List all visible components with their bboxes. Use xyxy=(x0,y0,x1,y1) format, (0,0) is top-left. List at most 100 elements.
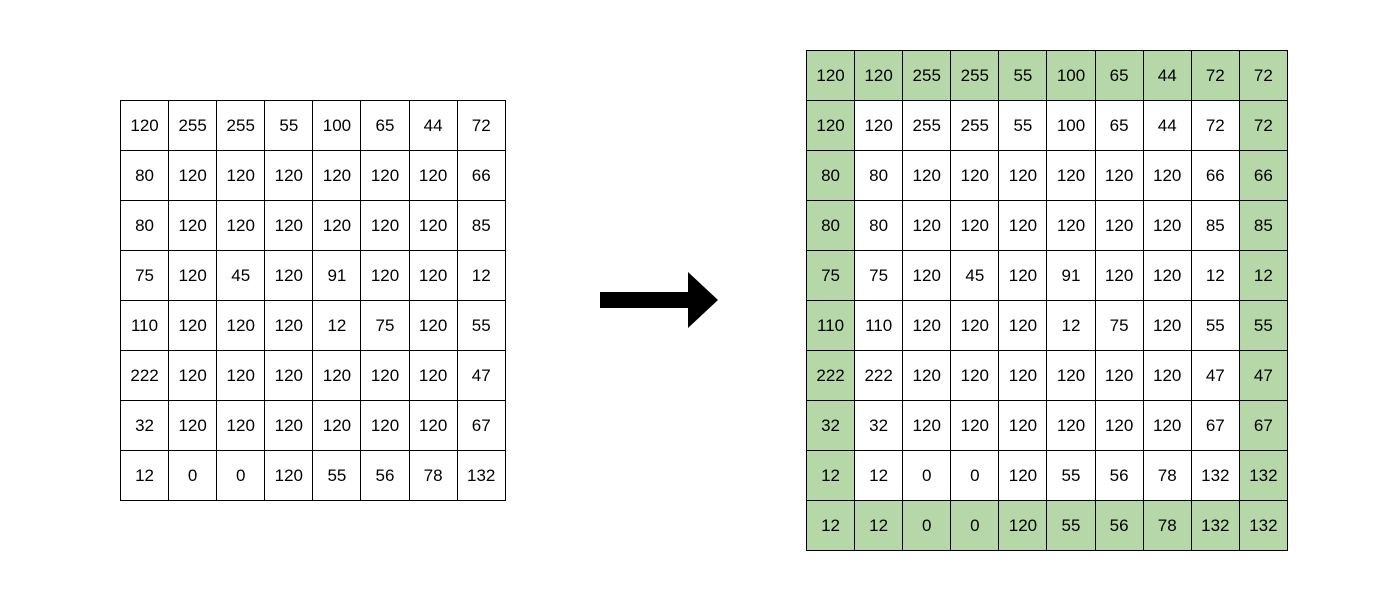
output-cell: 222 xyxy=(854,350,904,401)
output-cell: 85 xyxy=(1190,200,1240,251)
output-cell: 75 xyxy=(1094,300,1144,351)
input-cell: 67 xyxy=(456,400,506,451)
output-cell: 120 xyxy=(1094,400,1144,451)
output-cell: 45 xyxy=(950,250,1000,301)
input-cell: 120 xyxy=(264,300,314,351)
output-cell: 255 xyxy=(950,100,1000,151)
output-cell: 100 xyxy=(1046,100,1096,151)
padding-cell: 255 xyxy=(950,50,1000,101)
input-cell: 120 xyxy=(360,150,410,201)
padding-cell: 72 xyxy=(1190,50,1240,101)
output-cell: 67 xyxy=(1190,400,1240,451)
output-cell: 91 xyxy=(1046,250,1096,301)
padding-cell: 78 xyxy=(1142,500,1192,551)
output-cell: 255 xyxy=(902,100,952,151)
output-cell: 120 xyxy=(998,150,1048,201)
output-cell: 0 xyxy=(902,450,952,501)
output-cell: 120 xyxy=(950,350,1000,401)
output-cell: 56 xyxy=(1094,450,1144,501)
output-cell: 120 xyxy=(902,300,952,351)
output-cell: 120 xyxy=(1142,400,1192,451)
input-cell: 32 xyxy=(119,400,170,451)
input-cell: 120 xyxy=(264,250,314,301)
output-cell: 120 xyxy=(1142,150,1192,201)
input-cell: 120 xyxy=(264,400,314,451)
output-cell: 120 xyxy=(902,150,952,201)
input-cell: 120 xyxy=(168,350,218,401)
input-cell: 120 xyxy=(408,150,458,201)
input-cell: 120 xyxy=(264,150,314,201)
output-cell: 120 xyxy=(1142,350,1192,401)
input-cell: 45 xyxy=(216,250,266,301)
padding-cell: 12 xyxy=(805,500,856,551)
input-cell: 120 xyxy=(168,150,218,201)
output-cell: 12 xyxy=(1046,300,1096,351)
input-cell: 56 xyxy=(360,450,410,501)
padding-cell: 255 xyxy=(902,50,952,101)
output-cell: 120 xyxy=(1046,400,1096,451)
input-cell: 120 xyxy=(408,350,458,401)
padding-cell: 72 xyxy=(1238,100,1288,151)
padding-cell: 132 xyxy=(1238,450,1288,501)
input-cell: 222 xyxy=(119,350,170,401)
input-cell: 132 xyxy=(456,450,506,501)
input-cell: 55 xyxy=(264,100,314,151)
input-cell: 120 xyxy=(360,200,410,251)
input-cell: 120 xyxy=(168,300,218,351)
input-cell: 120 xyxy=(264,350,314,401)
input-cell: 75 xyxy=(119,250,170,301)
output-cell: 55 xyxy=(998,100,1048,151)
output-cell: 120 xyxy=(1046,200,1096,251)
padding-cell: 85 xyxy=(1238,200,1288,251)
padding-cell: 75 xyxy=(805,250,856,301)
output-cell: 120 xyxy=(1046,350,1096,401)
input-cell: 120 xyxy=(312,350,362,401)
input-cell: 120 xyxy=(408,200,458,251)
padding-cell: 67 xyxy=(1238,400,1288,451)
padding-cell: 100 xyxy=(1046,50,1096,101)
output-cell: 32 xyxy=(854,400,904,451)
padding-cell: 80 xyxy=(805,200,856,251)
input-cell: 47 xyxy=(456,350,506,401)
output-cell: 120 xyxy=(998,450,1048,501)
output-cell: 120 xyxy=(1046,150,1096,201)
input-cell: 120 xyxy=(216,150,266,201)
input-cell: 55 xyxy=(312,450,362,501)
input-cell: 120 xyxy=(360,400,410,451)
padding-cell: 66 xyxy=(1238,150,1288,201)
padding-cell: 55 xyxy=(1238,300,1288,351)
output-cell: 55 xyxy=(1190,300,1240,351)
input-cell: 120 xyxy=(360,350,410,401)
input-cell: 91 xyxy=(312,250,362,301)
output-cell: 120 xyxy=(950,300,1000,351)
output-cell: 66 xyxy=(1190,150,1240,201)
output-cell: 120 xyxy=(998,200,1048,251)
padding-cell: 56 xyxy=(1094,500,1144,551)
padding-cell: 55 xyxy=(998,50,1048,101)
input-cell: 120 xyxy=(312,150,362,201)
output-cell: 120 xyxy=(902,200,952,251)
input-cell: 120 xyxy=(216,400,266,451)
output-cell: 120 xyxy=(998,350,1048,401)
input-cell: 120 xyxy=(216,350,266,401)
input-cell: 120 xyxy=(119,100,170,151)
output-cell: 65 xyxy=(1094,100,1144,151)
padding-cell: 80 xyxy=(805,150,856,201)
input-cell: 110 xyxy=(119,300,170,351)
padding-cell: 72 xyxy=(1238,50,1288,101)
input-cell: 120 xyxy=(216,200,266,251)
output-cell: 120 xyxy=(950,400,1000,451)
padding-cell: 55 xyxy=(1046,500,1096,551)
